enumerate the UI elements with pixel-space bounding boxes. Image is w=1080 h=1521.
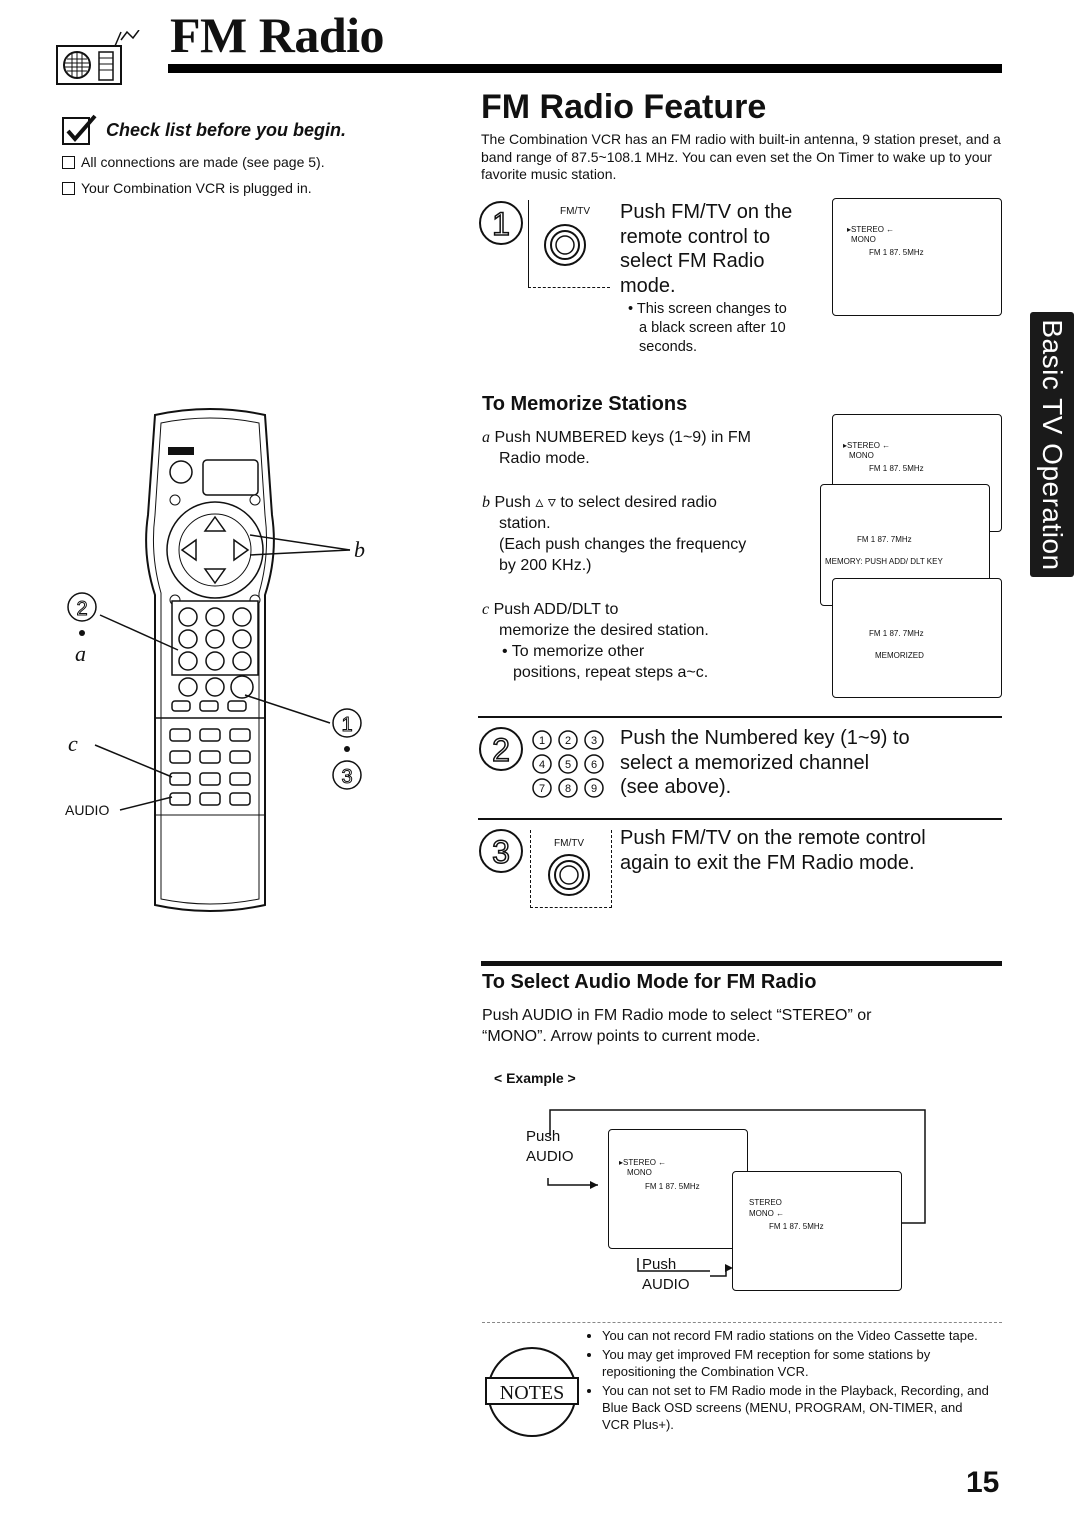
side-tab: Basic TV Operation [1030, 312, 1074, 577]
audio-section-rule [481, 961, 1002, 966]
step-2-top-rule [478, 716, 1002, 718]
svg-text:7: 7 [539, 783, 545, 795]
osd-screen-stereo: ▸STEREO ← MONO FM 1 87. 5MHz [608, 1129, 748, 1249]
page-number: 15 [966, 1466, 1000, 1499]
step-2-badge: 2 [479, 727, 523, 771]
notes-icon: NOTES [485, 1347, 579, 1437]
memorize-heading: To Memorize Stations [482, 393, 688, 415]
fmtv-button-label: FM/TV [554, 838, 584, 849]
osd-screen-mono: STEREO MONO ← FM 1 87. 5MHz [732, 1171, 902, 1291]
svg-text:AUDIO: AUDIO [65, 802, 109, 818]
memorize-step-c: c Push ADD/DLT to memorize the desired s… [482, 601, 709, 681]
svg-text:3: 3 [492, 834, 510, 870]
fmtv-button-icon [544, 224, 586, 266]
step-1-note: • This screen changes to a black screen … [628, 301, 787, 355]
push-label-2: Push [642, 1256, 677, 1273]
memorize-step-a: a Push NUMBERED keys (1~9) in FM Radio m… [482, 429, 751, 467]
svg-text:2: 2 [565, 735, 571, 747]
svg-text:c: c [68, 731, 78, 756]
osd-stereo: ▸STEREO ← [847, 225, 895, 234]
osd-mono: MONO [851, 235, 876, 244]
fmtv-button-frame [528, 200, 610, 288]
fmtv-button-icon [548, 854, 590, 896]
svg-text:b: b [354, 537, 365, 562]
checklist-item-text: All connections are made (see page 5). [81, 154, 325, 170]
svg-text:4: 4 [539, 759, 545, 771]
step-3-badge: 3 [479, 829, 523, 873]
audio-example-diagram [547, 1109, 926, 1277]
audio-label-2: AUDIO [642, 1276, 690, 1293]
notes-list: You can not record FM radio stations on … [590, 1327, 990, 1435]
page-title: FM Radio [170, 7, 385, 63]
example-label: < Example > [494, 1070, 576, 1086]
fmtv-button-label: FM/TV [560, 206, 590, 217]
checklist-item: All connections are made (see page 5). [62, 154, 325, 170]
checkbox-icon [62, 155, 75, 169]
note-item: You may get improved FM reception for so… [602, 1346, 990, 1380]
checklist-title: Check list before you begin. [106, 120, 347, 140]
svg-text:3: 3 [341, 766, 352, 788]
step-1-badge: 1 [479, 201, 523, 245]
step-2-text: Push the Numbered key (1~9) to select a … [620, 727, 910, 798]
svg-text:1: 1 [539, 735, 545, 747]
svg-text:5: 5 [565, 759, 571, 771]
checkbox-icon [62, 181, 75, 195]
push-label: Push [526, 1128, 561, 1145]
feature-intro: The Combination VCR has an FM radio with… [481, 131, 1001, 182]
note-item: You can not set to FM Radio mode in the … [602, 1382, 990, 1433]
note-item: You can not record FM radio stations on … [602, 1327, 990, 1344]
step-3-top-rule [478, 818, 1002, 820]
remote-control-illustration: 2 1 3 b a c AUDIO [65, 408, 365, 912]
svg-text:8: 8 [565, 783, 571, 795]
fmtv-button-frame [530, 830, 612, 908]
svg-text:2: 2 [492, 732, 510, 768]
step-3-text: Push FM/TV on the remote control again t… [620, 827, 926, 874]
osd-frequency: FM 1 87. 5MHz [869, 248, 924, 257]
svg-text:3: 3 [591, 735, 597, 747]
svg-text:1: 1 [341, 714, 352, 736]
checkmark-icon [62, 114, 97, 145]
audio-mode-text: Push AUDIO in FM Radio mode to select “S… [482, 1007, 872, 1045]
svg-text:a: a [75, 641, 86, 666]
svg-text:NOTES: NOTES [500, 1382, 564, 1404]
number-keys-icon: 1 2 3 4 5 6 7 8 9 [532, 730, 604, 798]
audio-mode-heading: To Select Audio Mode for FM Radio [482, 971, 817, 993]
radio-icon [56, 30, 140, 85]
svg-text:6: 6 [591, 759, 597, 771]
audio-label: AUDIO [526, 1148, 574, 1165]
checklist-item: Your Combination VCR is plugged in. [62, 180, 312, 196]
feature-heading: FM Radio Feature [481, 88, 767, 126]
up-down-arrow-icon: ▵ ▿ [535, 494, 556, 511]
notes-top-rule [482, 1322, 1002, 1323]
title-rule [168, 64, 1002, 73]
svg-text:9: 9 [591, 783, 597, 795]
side-tab-label: Basic TV Operation [1037, 318, 1068, 571]
osd-screen-memorize-c: FM 1 87. 7MHz MEMORIZED [832, 578, 1002, 698]
osd-screen-step1: ▸STEREO ← MONO FM 1 87. 5MHz [832, 198, 1002, 316]
svg-text:2: 2 [76, 598, 87, 620]
svg-text:1: 1 [492, 206, 510, 242]
step-1-text: Push FM/TV on the remote control to sele… [620, 201, 793, 297]
memorize-step-b: b Push ▵ ▿ to select desired radio stati… [482, 494, 747, 574]
checklist-item-text: Your Combination VCR is plugged in. [81, 180, 312, 196]
